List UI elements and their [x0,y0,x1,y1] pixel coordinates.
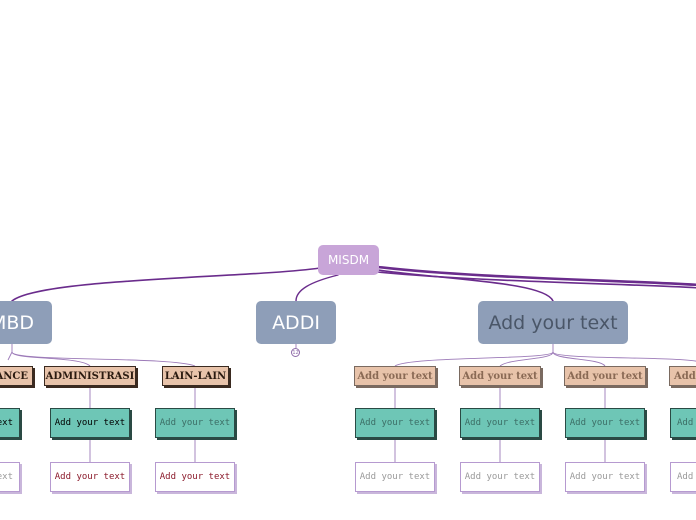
text-node-l1[interactable]: Add your text [50,462,130,492]
teal-node-r4[interactable]: Add your text [670,408,696,438]
teal-node-r1[interactable]: Add your text [355,408,435,438]
root-node-misdm[interactable]: MISDM [318,245,379,275]
text-node-r1-label: Add your text [359,472,431,482]
topic-mbd-label: MBD [0,311,35,334]
teal-node-r4-label: Add your text [677,418,696,428]
category-administrasi[interactable]: ADMINISTRASI [44,366,136,386]
category-r1-label: Add your text [357,370,433,382]
category-r4[interactable]: Add your text [669,366,696,386]
teal-node-r2-label: Add your text [464,418,536,428]
teal-node-l0-label: ext [0,418,13,428]
text-node-l0[interactable]: ext [0,462,20,492]
category-r1[interactable]: Add your text [354,366,436,386]
root-label: MISDM [327,253,370,267]
topic-add-your-text-label: Add your text [488,311,618,334]
category-administrasi-label: ADMINISTRASI [45,370,135,382]
category-finance-label: ANCE [0,370,28,382]
teal-node-r3-label: Add your text [569,418,641,428]
topic-addi-label: ADDI [272,311,320,334]
teal-node-r3[interactable]: Add your text [565,408,645,438]
text-node-r4[interactable]: Add your text [670,462,696,492]
text-node-r2-label: Add your text [464,472,536,482]
category-lain-lain-label: LAIN-LAIN [164,370,227,382]
text-node-l0-label: ext [0,472,13,482]
topic-mbd[interactable]: MBD [0,301,52,344]
category-lain-lain[interactable]: LAIN-LAIN [162,366,229,386]
category-finance[interactable]: ANCE [0,366,33,386]
topic-addi[interactable]: ADDI [256,301,336,344]
text-node-l2[interactable]: Add your text [155,462,235,492]
text-node-r4-label: Add your text [677,472,696,482]
text-node-l1-label: Add your text [54,472,126,482]
teal-node-l2[interactable]: Add your text [155,408,235,438]
teal-node-r1-label: Add your text [359,418,431,428]
collapsed-count: 12 [292,349,299,356]
category-r2-label: Add your text [462,370,538,382]
text-node-r2[interactable]: Add your text [460,462,540,492]
text-node-l2-label: Add your text [159,472,231,482]
category-r2[interactable]: Add your text [459,366,541,386]
teal-node-l0[interactable]: ext [0,408,20,438]
text-node-r3-label: Add your text [569,472,641,482]
text-node-r3[interactable]: Add your text [565,462,645,492]
topic-add-your-text[interactable]: Add your text [478,301,628,344]
teal-node-l2-label: Add your text [159,418,231,428]
category-r4-label: Add your text [674,370,696,382]
teal-node-l1[interactable]: Add your text [50,408,130,438]
teal-node-l1-label: Add your text [54,418,126,428]
category-r3-label: Add your text [567,370,643,382]
category-r3[interactable]: Add your text [564,366,646,386]
teal-node-r2[interactable]: Add your text [460,408,540,438]
text-node-r1[interactable]: Add your text [355,462,435,492]
collapse-toggle[interactable]: 12 [291,348,300,357]
